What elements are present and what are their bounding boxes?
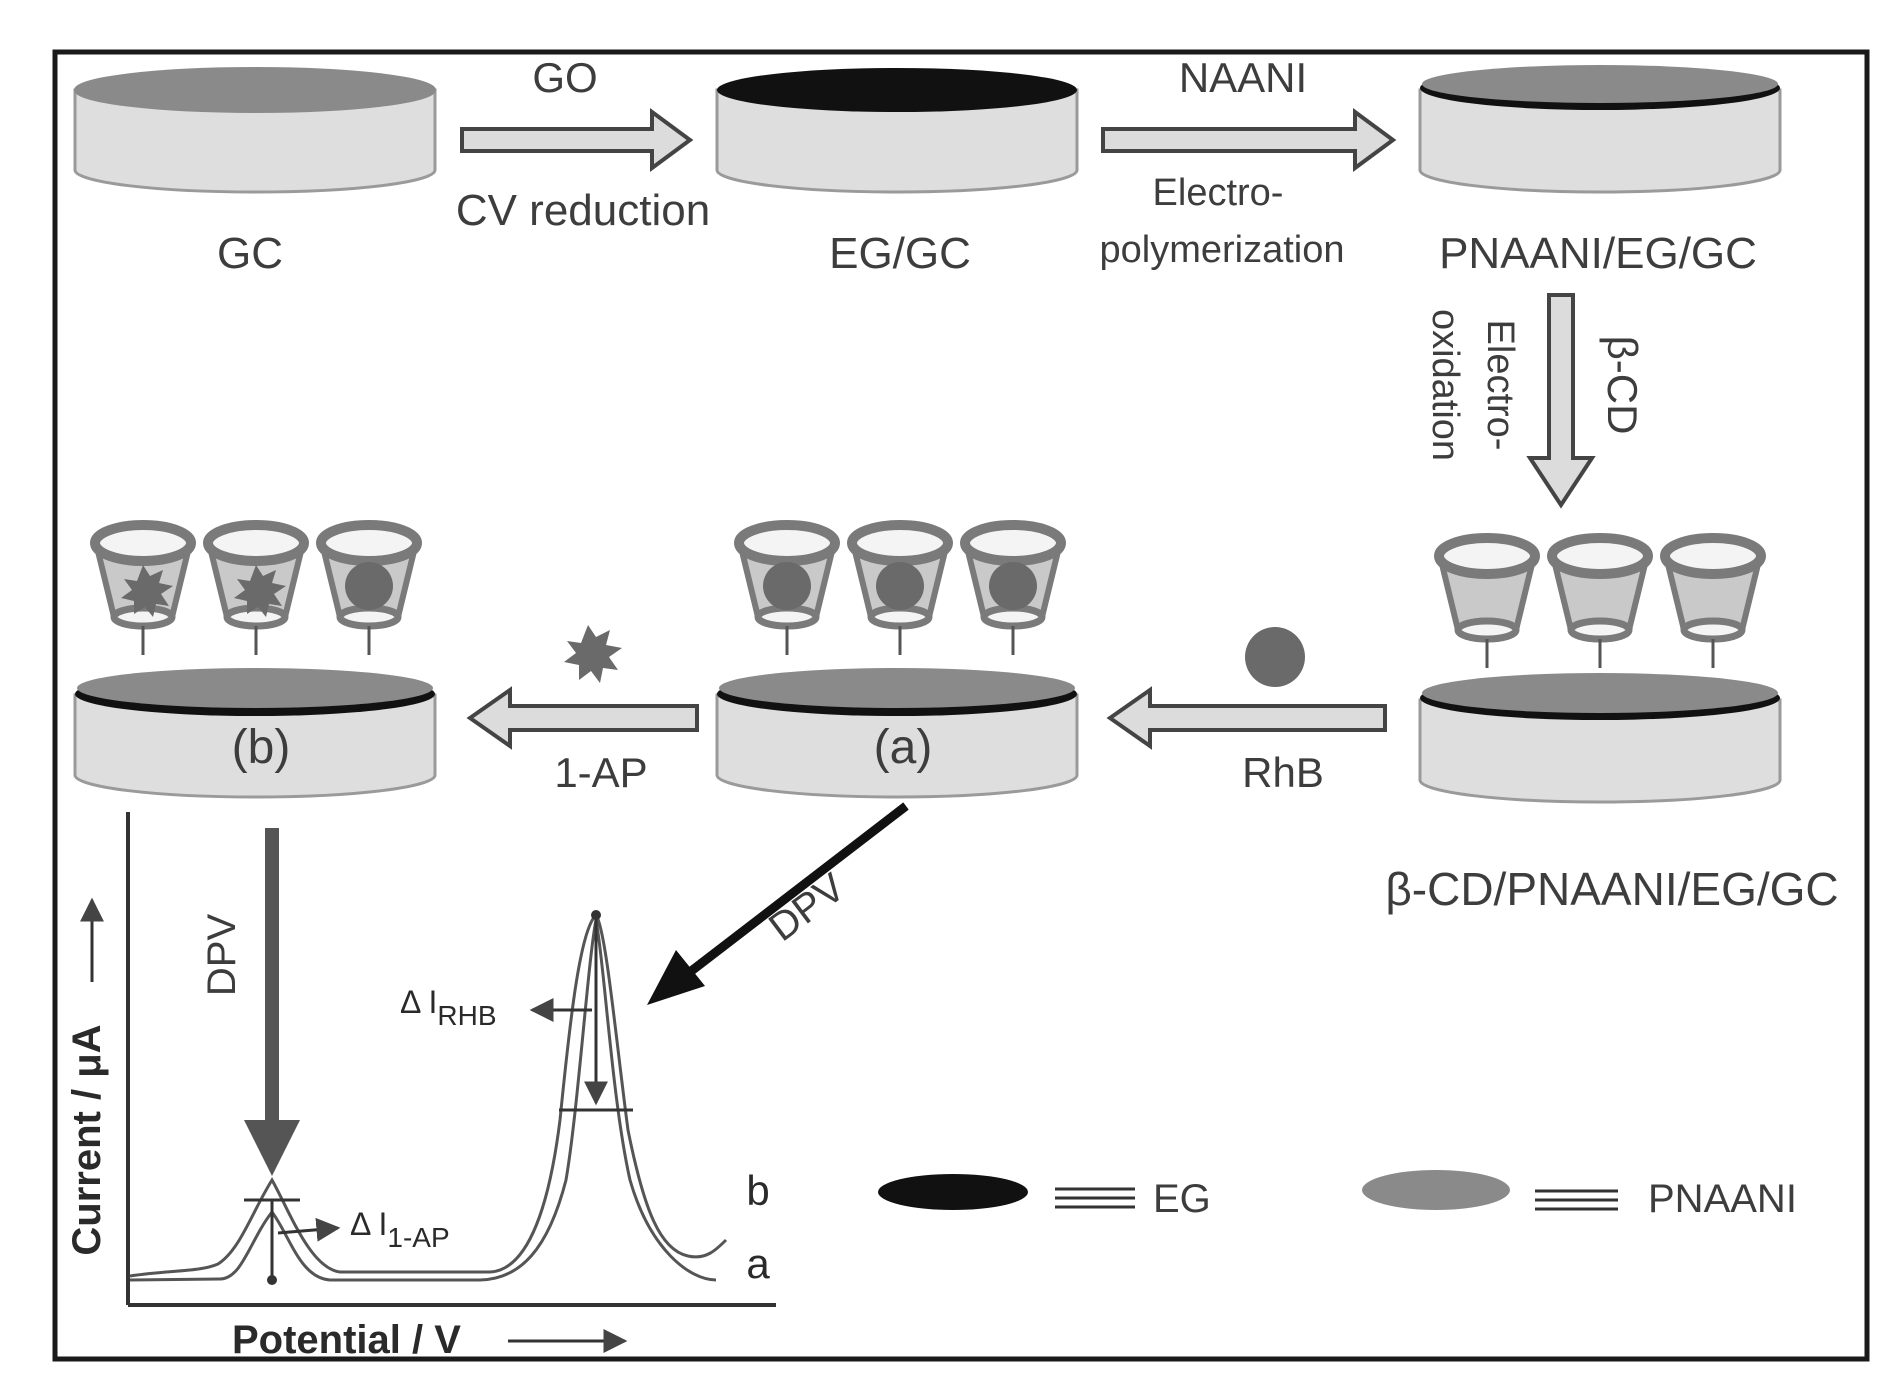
electrode-a-label: (a)	[874, 721, 933, 774]
plot-y-title: Current / μA	[65, 1024, 109, 1255]
legend-pnaani-label: PNAANI	[1648, 1177, 1797, 1221]
naani-label: NAANI	[1179, 54, 1307, 101]
ap-molecule-icon	[564, 625, 622, 683]
rhb-molecule-icon	[1245, 627, 1305, 687]
legend-eg-label: EG	[1153, 1177, 1211, 1221]
figure-frame	[52, 49, 1870, 1362]
electrode-b	[73, 525, 437, 799]
eg-gc-label: EG/GC	[829, 229, 971, 278]
pnaani-eg-gc-label: PNAANI/EG/GC	[1439, 229, 1757, 278]
bcd-pnaani-eg-gc-electrode	[1418, 538, 1782, 804]
electrode-b-label: (b)	[232, 721, 291, 774]
electro-polymerization-label-2: polymerization	[1100, 229, 1345, 271]
equivalent-icon	[1535, 1189, 1618, 1211]
arrow-bcd-down	[1526, 293, 1596, 509]
eg-gc-electrode	[715, 68, 1079, 194]
plot-x-title: Potential / V	[232, 1318, 461, 1362]
pnaani-swatch	[1362, 1170, 1510, 1210]
arrow-rhb	[1106, 686, 1387, 750]
electro-oxidation-label-2: oxidation	[1424, 309, 1466, 461]
go-label: GO	[532, 54, 597, 101]
one-ap-label: 1-AP	[554, 749, 647, 796]
arrow-1ap	[466, 686, 699, 750]
electro-oxidation-label-1: Electro-	[1479, 320, 1521, 451]
curve-b-label: b	[746, 1167, 769, 1214]
arrow-dpv-left	[244, 828, 300, 1176]
delta-i-rhb-label: Δ IRHB	[400, 984, 497, 1031]
rhb-label: RhB	[1242, 749, 1324, 796]
electro-polymerization-label-1: Electro-	[1153, 172, 1284, 214]
dpv-left-label: DPV	[200, 914, 244, 997]
gc-electrode	[73, 67, 437, 194]
equivalent-icon	[1055, 1187, 1135, 1209]
delta-i-1ap-label: Δ I1-AP	[350, 1206, 450, 1253]
gc-label: GC	[217, 229, 283, 278]
pnaani-eg-gc-electrode	[1418, 65, 1782, 194]
arrow-naani	[1101, 108, 1397, 172]
legend-pnaani: PNAANI	[1362, 1170, 1797, 1221]
electrode-a	[715, 525, 1079, 799]
bcd-pnaani-eg-gc-label: β-CD/PNAANI/EG/GC	[1385, 863, 1838, 915]
legend-eg: EG	[878, 1174, 1211, 1221]
dpv-plot	[126, 812, 776, 1307]
curve-a-label: a	[746, 1240, 770, 1287]
bcd-step-label: β-CD	[1599, 336, 1646, 435]
cv-reduction-label: CV reduction	[456, 186, 710, 235]
arrow-go	[460, 108, 694, 172]
arrow-dpv-diagonal	[647, 802, 909, 1005]
eg-swatch	[878, 1174, 1028, 1210]
